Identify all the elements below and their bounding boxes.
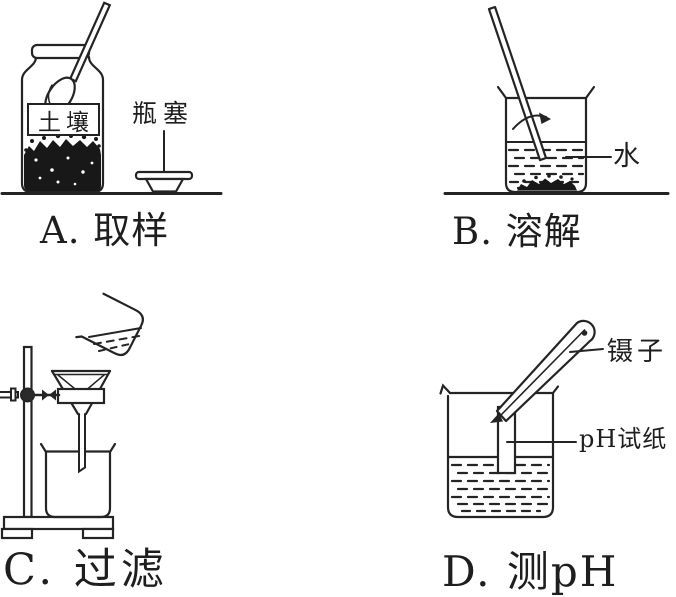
- stopper-base: [144, 177, 185, 193]
- water-dashes-d: [450, 463, 551, 513]
- clamp-bolt: [20, 387, 35, 403]
- jar-content-label-box: 土壤: [27, 103, 100, 136]
- pouring-liquid-dash-1: [93, 335, 140, 345]
- stand-rod: [22, 345, 33, 519]
- tweezers-pointer-line: [569, 348, 604, 353]
- receiving-beaker-rim-flare: [108, 442, 117, 454]
- jar-soil: [24, 139, 101, 191]
- pouring-liquid-line: [88, 327, 142, 338]
- beaker-b-spout: [496, 85, 508, 100]
- panel-c-illustration: [0, 292, 144, 540]
- panel-d-illustration: [439, 319, 604, 519]
- pouring-beaker: [75, 292, 144, 357]
- pouring-liquid-dash-2: [98, 342, 135, 352]
- stand-foot-left: [0, 527, 34, 540]
- tweezers-split-line: [500, 329, 586, 416]
- jar-content-label: 土壤: [38, 109, 94, 136]
- tweezers-label: 镊子: [607, 337, 668, 367]
- beaker-b-soil-speckles: [522, 174, 574, 183]
- receiving-beaker-body: [44, 450, 112, 519]
- beaker-d-rim-flare: [551, 385, 560, 395]
- tweezers-body: [495, 319, 596, 423]
- stand-foot-right: [81, 527, 115, 540]
- tweezers-tip: [490, 413, 503, 423]
- beaker-b-rim-flare: [584, 85, 596, 100]
- clamp-connector: [42, 389, 56, 401]
- jar-soil-highlights: [34, 156, 94, 186]
- funnel-stem: [78, 413, 86, 474]
- beaker-b-body: [504, 96, 588, 194]
- stopper-label: 瓶塞: [132, 99, 195, 128]
- clamp-screw-tick: [10, 387, 17, 402]
- beaker-d-spout: [439, 383, 452, 395]
- clamp-jaw: [56, 387, 106, 405]
- ph-paper-label: pH试纸: [579, 425, 668, 453]
- panel-d-caption: D. 测pH: [442, 547, 619, 596]
- pouring-beaker-body: [75, 292, 144, 357]
- panel-a-caption: A. 取样: [40, 209, 170, 252]
- water-label: 水: [613, 141, 640, 172]
- tweezers-rivet: [581, 330, 588, 336]
- beaker-b-soil: [517, 178, 577, 191]
- panel-b-illustration: [443, 5, 670, 195]
- spoon-handle: [68, 1, 112, 83]
- stir-arrow-head: [539, 112, 551, 124]
- stirring-rod: [487, 5, 548, 162]
- beaker-d-body: [446, 391, 555, 519]
- stand-base-bar: [2, 515, 115, 531]
- receiving-beaker-spout: [39, 442, 48, 454]
- clamp-thumbscrew: [0, 391, 19, 399]
- panel-c-caption: C. 过滤: [3, 545, 168, 595]
- panel-b-caption: B. 溶解: [452, 210, 582, 253]
